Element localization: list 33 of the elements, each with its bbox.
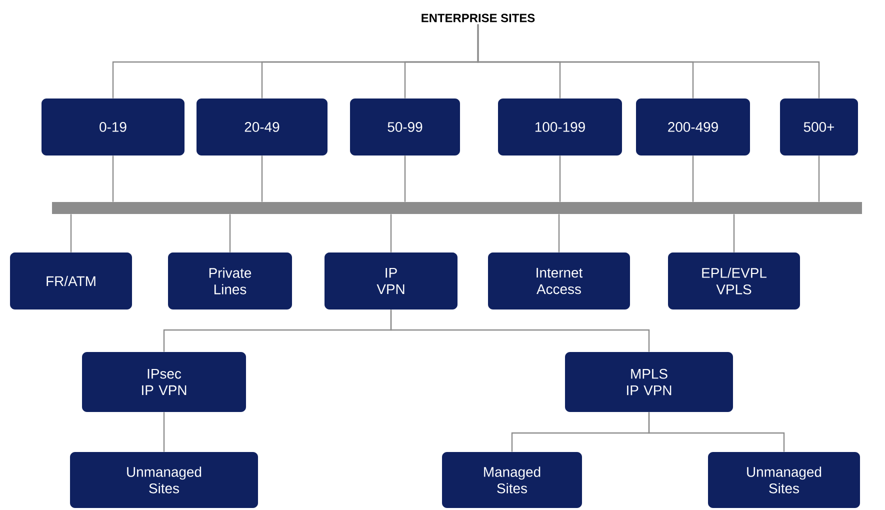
category-box: Managed Sites <box>442 452 582 508</box>
connector-line <box>692 156 694 202</box>
connector-line <box>163 412 165 452</box>
category-box: FR/ATM <box>10 252 132 310</box>
category-box: 0-19 <box>42 98 184 156</box>
connector-line <box>404 156 406 202</box>
category-box: Unmanaged Sites <box>708 452 860 508</box>
category-box: IP VPN <box>324 252 458 310</box>
category-box: 50-99 <box>350 98 460 156</box>
connector-line <box>558 214 560 252</box>
category-box: IPsec IP VPN <box>82 352 246 412</box>
connector-line <box>229 214 231 252</box>
category-box: Unmanaged Sites <box>70 452 258 508</box>
category-box: 200-499 <box>636 98 750 156</box>
category-box: 100-199 <box>498 98 622 156</box>
category-box: MPLS IP VPN <box>565 352 733 412</box>
category-box: EPL/EVPL VPLS <box>668 252 800 310</box>
category-box: 20-49 <box>196 98 328 156</box>
connector-line <box>559 156 561 202</box>
connector-line <box>390 214 392 252</box>
connector-line <box>390 310 650 352</box>
connector-line <box>477 24 820 98</box>
connector-line <box>261 156 263 202</box>
connector-line <box>70 214 72 252</box>
category-box: Private Lines <box>168 252 292 310</box>
connector-line <box>648 412 785 452</box>
bus-bar <box>52 202 862 214</box>
connector-line <box>112 156 114 202</box>
category-box: Internet Access <box>488 252 630 310</box>
title-text: ENTERPRISE SITES <box>422 14 535 22</box>
connector-line <box>818 156 820 202</box>
category-box: 500+ <box>780 98 858 156</box>
connector-line <box>733 214 735 252</box>
